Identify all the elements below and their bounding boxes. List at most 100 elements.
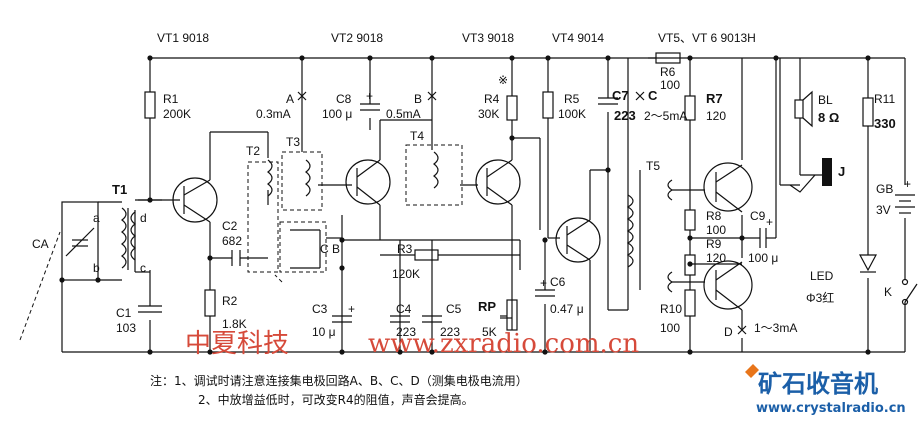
r5-value: 100K xyxy=(558,107,586,121)
c8-label: C8 xyxy=(336,92,352,106)
r10-value: 100 xyxy=(660,321,680,335)
vt3-header: VT3 9018 xyxy=(462,31,514,45)
point-c-label: C xyxy=(648,88,658,103)
r1-value: 200K xyxy=(163,107,191,121)
c2-label: C2 xyxy=(222,219,238,233)
vt56-header: VT5、VT 6 9013H xyxy=(658,31,756,45)
current-d-label: 1～3mA xyxy=(754,321,797,335)
c3-value: 10 μ xyxy=(312,325,336,339)
r7-label: R7 xyxy=(706,91,723,106)
brand-mark-icon xyxy=(745,364,759,378)
r4-value: 30K xyxy=(478,107,499,121)
transistor-headers: VT1 9018 VT2 9018 VT3 9018 VT4 9014 VT5、… xyxy=(157,31,756,45)
t4-label: T4 xyxy=(410,129,424,143)
jack-label: J xyxy=(838,164,845,179)
note-line-1: 注：1、调试时请注意连接集电极回路A、B、C、D（测集电极电流用） xyxy=(150,373,528,388)
r3-label: R3 xyxy=(397,242,413,256)
c2-value: 682 xyxy=(222,234,242,248)
c8-value: 100 μ xyxy=(322,107,352,121)
r8-label: R8 xyxy=(706,209,722,223)
r10-label: R10 xyxy=(660,302,682,316)
c3-label: C3 xyxy=(312,302,328,316)
c8-plus: + xyxy=(366,89,373,103)
c4-label: C4 xyxy=(396,302,412,316)
resistor-symbols xyxy=(144,52,874,331)
r4-label: R4 xyxy=(484,92,500,106)
coil-symbols xyxy=(121,151,674,293)
bl-label: BL xyxy=(818,93,833,107)
vt2-header: VT2 9018 xyxy=(331,31,383,45)
r9-value: 120 xyxy=(706,251,726,265)
junction-dots xyxy=(59,55,871,355)
c7-label: C7 xyxy=(612,88,629,103)
misc-symbols xyxy=(297,90,918,335)
point-d-label: D xyxy=(724,325,733,339)
current-c-label: 2～5mA xyxy=(644,109,687,123)
note-line-2: 2、中放增益低时，可改变R4的阻值，声音会提高。 xyxy=(198,392,474,407)
c1-value: 103 xyxy=(116,321,136,335)
c9-value: 100 μ xyxy=(748,251,778,265)
c9-plus: + xyxy=(766,215,773,229)
coil-a-label: a xyxy=(93,211,100,225)
r1-label: R1 xyxy=(163,92,179,106)
transistor-symbols xyxy=(172,159,753,311)
brand-name: 矿石收音机 xyxy=(758,370,878,398)
t2-label: T2 xyxy=(246,144,260,158)
r9-label: R9 xyxy=(706,237,722,251)
point-b-label: B xyxy=(414,92,422,106)
led-value: Φ3红 xyxy=(806,290,834,305)
rp-label: RP xyxy=(478,299,496,314)
point-a-label: A xyxy=(286,92,294,106)
c5-label: C5 xyxy=(446,302,462,316)
r4-mark: ※ xyxy=(498,73,508,87)
t3-label: T3 xyxy=(286,135,300,149)
r6-label: R6 xyxy=(660,65,676,79)
notes: 注：1、调试时请注意连接集电极回路A、B、C、D（测集电极电流用） 2、中放增益… xyxy=(150,373,528,407)
c5-value: 223 xyxy=(440,325,460,339)
c9-label: C9 xyxy=(750,209,766,223)
r5-label: R5 xyxy=(564,92,580,106)
brand-logo: 矿石收音机 www.crystalradio.cn xyxy=(745,364,906,416)
r8-value: 100 xyxy=(706,223,726,237)
c6-value: 0.47 μ xyxy=(550,302,584,316)
r7-value: 120 xyxy=(706,109,726,123)
c6-label: C6 xyxy=(550,275,566,289)
t5-label: T5 xyxy=(646,159,660,173)
vt4-header: VT4 9014 xyxy=(552,31,604,45)
t1-label: T1 xyxy=(112,182,127,197)
r3-value: 120K xyxy=(392,267,420,281)
brand-url: www.crystalradio.cn xyxy=(756,401,906,416)
watermark-company: 中夏科技 xyxy=(185,329,289,359)
gb-value: 3V xyxy=(876,203,891,217)
wiring xyxy=(19,57,906,353)
current-b-label: 0.5mA xyxy=(386,107,421,121)
coil-d-label: d xyxy=(140,211,147,225)
gb-plus: + xyxy=(904,177,911,191)
current-a-label: 0.3mA xyxy=(256,107,291,121)
rp-value: 5K xyxy=(482,325,497,339)
watermark: 中夏科技 www.zxradio.com.cn xyxy=(185,329,639,359)
coil-c-label: c xyxy=(140,261,146,275)
watermark-url: www.zxradio.com.cn xyxy=(368,329,639,359)
r11-label: R11 xyxy=(874,92,895,106)
switch-label: K xyxy=(884,285,892,299)
c1-label: C1 xyxy=(116,306,132,320)
r6-value: 100 xyxy=(660,78,680,92)
c6-plus: + xyxy=(540,276,547,290)
cb-label: C B xyxy=(320,242,340,256)
coil-b-label: b xyxy=(93,261,100,275)
bl-value: 8 Ω xyxy=(818,110,839,125)
c3-plus: + xyxy=(348,302,355,316)
capacitor-symbols xyxy=(65,97,776,323)
gb-label: GB xyxy=(876,182,893,196)
c7-value: 223 xyxy=(614,108,636,123)
led-label: LED xyxy=(810,269,834,283)
r11-value: 330 xyxy=(874,116,896,131)
vt1-header: VT1 9018 xyxy=(157,31,209,45)
r2-label: R2 xyxy=(222,294,238,308)
c4-value: 223 xyxy=(396,325,416,339)
ca-label: CA xyxy=(32,237,49,251)
component-labels: R1 200K T1 a b c d CA C1 103 C2 682 R2 1… xyxy=(32,65,911,339)
r2-value: 1.8K xyxy=(222,317,247,331)
